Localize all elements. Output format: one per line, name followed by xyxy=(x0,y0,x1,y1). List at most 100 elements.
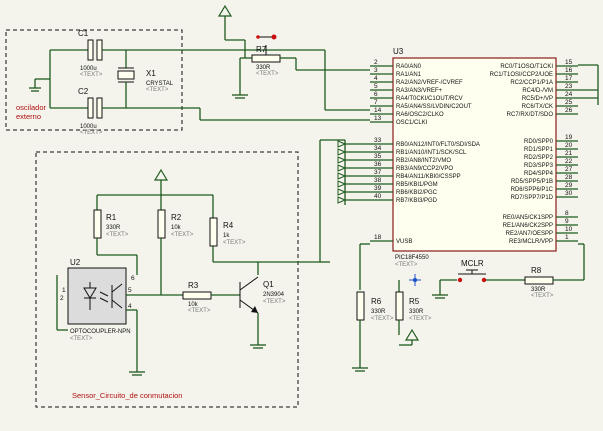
mcu-left-pins: 2RA0/AN03RA1/AN14RA2/AN2/VREF-/CVREF5RA3… xyxy=(337,59,480,245)
mclr-button[interactable]: MCLR xyxy=(432,259,525,299)
mcu-pin-name: RD3/SPP3 xyxy=(524,163,554,169)
resistor-r7[interactable]: R7 330R <TEXT> xyxy=(232,34,370,99)
mcu-pin-name: RC6/TX/CK xyxy=(522,104,553,110)
r1-value: 330R xyxy=(106,225,121,231)
capacitor-c2[interactable]: C2 1000u <TEXT> xyxy=(50,87,180,136)
mcu-pin-number: 1 xyxy=(565,234,569,241)
mcu-pin-name: RD6/SPP6/P1C xyxy=(511,187,554,193)
mcu-pin-number: 19 xyxy=(565,134,573,141)
input-terminal-icon xyxy=(337,180,347,188)
mcu-pin-number: 8 xyxy=(565,210,569,217)
mcu-pin-name: RA6/OSC2/CLKO xyxy=(396,112,444,118)
mcu-pin-name: OSC1/CLKI xyxy=(396,120,428,126)
mcu-pin-name: RC5/D+/VP xyxy=(522,96,553,102)
q1-ref: Q1 xyxy=(263,280,274,289)
r5-value: 330R xyxy=(409,309,424,315)
mcu-pin-number: 25 xyxy=(565,99,573,106)
mcu-pin-name: RD0/SPP0 xyxy=(524,139,554,145)
mcu-pin-name: RA2/AN2/VREF-/CVREF xyxy=(396,80,463,86)
mcu-pin-number: 15 xyxy=(565,59,573,66)
resistor-r4[interactable]: R4 1k <TEXT> xyxy=(209,195,259,275)
mcu-body xyxy=(392,57,557,252)
r6-value: 330R xyxy=(371,309,386,315)
resistor-r8[interactable]: R8 330R <TEXT> xyxy=(524,243,585,299)
capacitor-c1[interactable]: C1 1000u <TEXT> xyxy=(50,29,180,78)
mcu-pin-name: RE0/AN5/CK1SPP xyxy=(503,215,553,221)
mcu-pin-number: 37 xyxy=(374,169,382,176)
mcu-pin-name: RE3/MCLR/VPP xyxy=(509,239,553,245)
sensor-boundary xyxy=(35,151,299,408)
crystal-x1[interactable]: X1 CRYSTAL <TEXT> xyxy=(117,50,174,108)
r7-text: <TEXT> xyxy=(256,71,279,77)
mcu-pin-number: 26 xyxy=(565,107,573,114)
u2-ref: U2 xyxy=(70,258,81,267)
mcu-pin-number: 7 xyxy=(374,99,378,106)
power-terminal-icon xyxy=(404,328,420,341)
mcu-pin-number: 29 xyxy=(565,182,573,189)
mcu-u3[interactable]: U3 PIC18F4550 <TEXT> 2RA0/AN03RA1/AN14RA… xyxy=(337,47,578,268)
mcu-pin-number: 35 xyxy=(374,153,382,160)
q1-part: 2N3904 xyxy=(263,292,285,298)
mcu-pin-name: RB4/AN11/KBI0/CSSPP xyxy=(396,174,461,180)
oscillator-block: oscilador externo C1 1000u <TEXT> C2 100… xyxy=(5,29,183,136)
input-terminal-icon xyxy=(337,148,347,156)
r4-ref: R4 xyxy=(223,221,234,230)
mcu-pin-number: 16 xyxy=(565,67,573,74)
r2-value: 10k xyxy=(171,225,182,231)
mcu-pin-number: 40 xyxy=(374,193,382,200)
resistor-r5[interactable]: R5 330R <TEXT> xyxy=(395,280,432,346)
c1-ref: C1 xyxy=(78,29,89,38)
r4-value: 1k xyxy=(223,233,230,239)
r3-text: <TEXT> xyxy=(188,308,211,314)
mcu-pin-name: RC7/RX/DT/SDO xyxy=(507,112,554,118)
oscillator-label-1: oscilador xyxy=(16,103,47,112)
mcu-pin-number: 27 xyxy=(565,166,573,173)
mcu-pin-number: 34 xyxy=(374,145,382,152)
mcu-pin-name: RA0/AN0 xyxy=(396,64,422,70)
mcu-pin-name: RD4/SPP4 xyxy=(524,171,554,177)
transistor-q1[interactable]: Q1 2N3904 <TEXT> xyxy=(239,261,320,349)
r1-text: <TEXT> xyxy=(106,232,129,238)
mcu-pin-name: RB6/KBI2/PGC xyxy=(396,190,438,196)
mcu-pin-number: 39 xyxy=(374,185,382,192)
resistor-r1[interactable]: R1 330R <TEXT> xyxy=(93,195,129,255)
mcu-pin-name: RC0/T1OSO/T1CKI xyxy=(500,64,553,70)
mcu-pin-name: RE1/AN6/CK2SPP xyxy=(503,223,553,229)
mcu-text: <TEXT> xyxy=(395,262,418,268)
vusb-network xyxy=(359,243,421,290)
mcu-pin-name: RA4/T0CKI/C1OUT/RCV xyxy=(396,96,463,102)
c1-text: <TEXT> xyxy=(80,72,103,78)
r6-text: <TEXT> xyxy=(371,316,394,322)
resistor-r3[interactable]: R3 10k <TEXT> xyxy=(161,281,240,314)
mcu-pin-number: 24 xyxy=(565,91,573,98)
resistor-r2[interactable]: R2 10k <TEXT> xyxy=(157,195,194,295)
mcu-pin-name: RA3/AN3/VREF+ xyxy=(396,88,443,94)
mcu-pin-name: RB3/AN9/CCP2/VPO xyxy=(396,166,453,172)
mclr-label: MCLR xyxy=(461,259,484,268)
mcu-pin-number: 13 xyxy=(374,115,382,122)
oscillator-boundary xyxy=(5,29,183,131)
resistor-r6[interactable]: R6 330R <TEXT> xyxy=(352,291,394,372)
optocoupler-u2[interactable]: U2 OPTOCOUPLER-NPN <TEXT> 1 2 6 5 4 xyxy=(56,254,161,376)
mcu-pin-name: RD7/SPP7/P1D xyxy=(511,195,554,201)
mcu-pin-number: 20 xyxy=(565,142,573,149)
